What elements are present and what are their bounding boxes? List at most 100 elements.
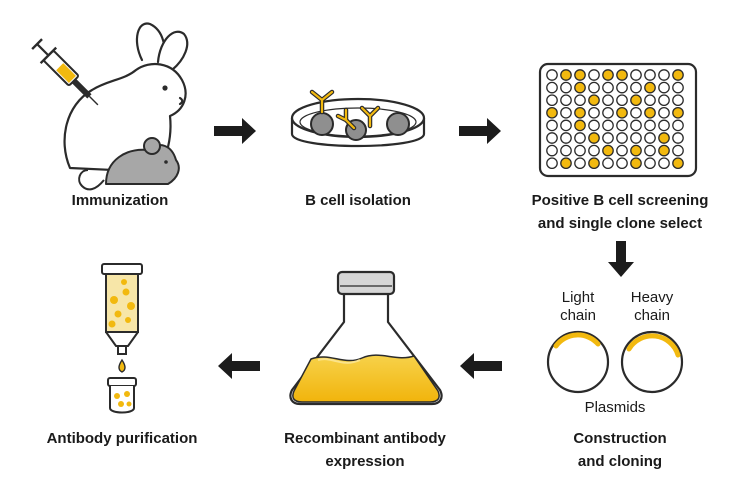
- well: [630, 81, 642, 94]
- well: [546, 94, 558, 107]
- well: [630, 132, 642, 144]
- well: [560, 144, 572, 157]
- well: [616, 144, 628, 157]
- well: [560, 106, 572, 119]
- well: [616, 157, 628, 170]
- well: [560, 94, 572, 107]
- well: [588, 144, 600, 157]
- well: [574, 132, 586, 144]
- step-label-construction-line2: and cloning: [577, 453, 663, 470]
- well: [658, 69, 670, 81]
- well-positive: [602, 144, 614, 157]
- well-positive: [616, 69, 628, 81]
- well-positive: [672, 106, 684, 119]
- well: [630, 69, 642, 81]
- well-positive: [560, 69, 572, 81]
- well: [546, 157, 558, 170]
- well: [546, 81, 558, 94]
- well: [630, 119, 642, 132]
- well: [588, 69, 600, 81]
- well: [644, 119, 656, 132]
- mouse-icon: [78, 137, 180, 191]
- step-label-purification: Antibody purification: [46, 430, 198, 447]
- well-positive: [672, 157, 684, 170]
- well: [616, 81, 628, 94]
- arrow-left-icon: [218, 353, 260, 379]
- well: [560, 132, 572, 144]
- well: [602, 132, 614, 144]
- well-positive: [630, 94, 642, 107]
- well: [658, 157, 670, 170]
- arrow-down-icon: [608, 241, 634, 277]
- light-chain-label-line1: Light: [561, 289, 595, 306]
- well-positive: [644, 81, 656, 94]
- well: [616, 119, 628, 132]
- arrow-right-icon: [459, 118, 501, 144]
- heavy-chain-plasmid: [620, 330, 684, 394]
- well: [560, 119, 572, 132]
- well-positive: [560, 157, 572, 170]
- well: [546, 119, 558, 132]
- well: [630, 106, 642, 119]
- well-positive: [588, 132, 600, 144]
- well-positive: [602, 69, 614, 81]
- well: [644, 94, 656, 107]
- well: [560, 81, 572, 94]
- arrow-left-icon: [460, 353, 502, 379]
- well-positive: [574, 106, 586, 119]
- antibody-icon: [309, 89, 381, 131]
- well-positive: [546, 106, 558, 119]
- well-plate-illustration: [538, 62, 698, 178]
- well: [644, 69, 656, 81]
- well: [588, 119, 600, 132]
- well: [588, 81, 600, 94]
- well: [588, 106, 600, 119]
- well: [574, 94, 586, 107]
- step-label-expression-line1: Recombinant antibody: [284, 430, 446, 447]
- syringe-icon: [31, 38, 99, 106]
- step-label-screening-line1: Positive B cell screening: [531, 192, 709, 209]
- plate-wells: [546, 69, 684, 170]
- well: [602, 106, 614, 119]
- well: [672, 81, 684, 94]
- well-positive: [574, 69, 586, 81]
- well: [602, 81, 614, 94]
- well-positive: [630, 144, 642, 157]
- well-positive: [672, 69, 684, 81]
- step-label-expression-line2: expression: [325, 453, 405, 470]
- well: [658, 81, 670, 94]
- well: [546, 132, 558, 144]
- well: [672, 132, 684, 144]
- well-positive: [574, 81, 586, 94]
- heavy-chain-label-line1: Heavy: [630, 289, 674, 306]
- well: [644, 132, 656, 144]
- plasmids-illustration: [546, 330, 684, 394]
- well: [616, 132, 628, 144]
- well-positive: [658, 132, 670, 144]
- well: [546, 69, 558, 81]
- arrow-right-icon: [214, 118, 256, 144]
- step-label-b-cell-isolation: B cell isolation: [305, 192, 411, 209]
- flask-illustration: [289, 270, 443, 406]
- well: [672, 119, 684, 132]
- well-positive: [658, 144, 670, 157]
- purification-column-illustration: [101, 263, 143, 414]
- well: [658, 119, 670, 132]
- light-chain-label-line2: chain: [560, 307, 596, 324]
- well: [644, 144, 656, 157]
- step-label-construction-line1: Construction: [573, 430, 667, 447]
- well-positive: [616, 106, 628, 119]
- step-label-screening-line2: and single clone select: [537, 215, 703, 232]
- well-positive: [644, 106, 656, 119]
- well: [616, 94, 628, 107]
- well-positive: [630, 157, 642, 170]
- step-label-immunization: Immunization: [71, 192, 169, 209]
- well: [546, 144, 558, 157]
- well-positive: [574, 119, 586, 132]
- well: [644, 157, 656, 170]
- well: [602, 94, 614, 107]
- petri-dish-illustration: [290, 89, 426, 148]
- well: [602, 157, 614, 170]
- well: [672, 94, 684, 107]
